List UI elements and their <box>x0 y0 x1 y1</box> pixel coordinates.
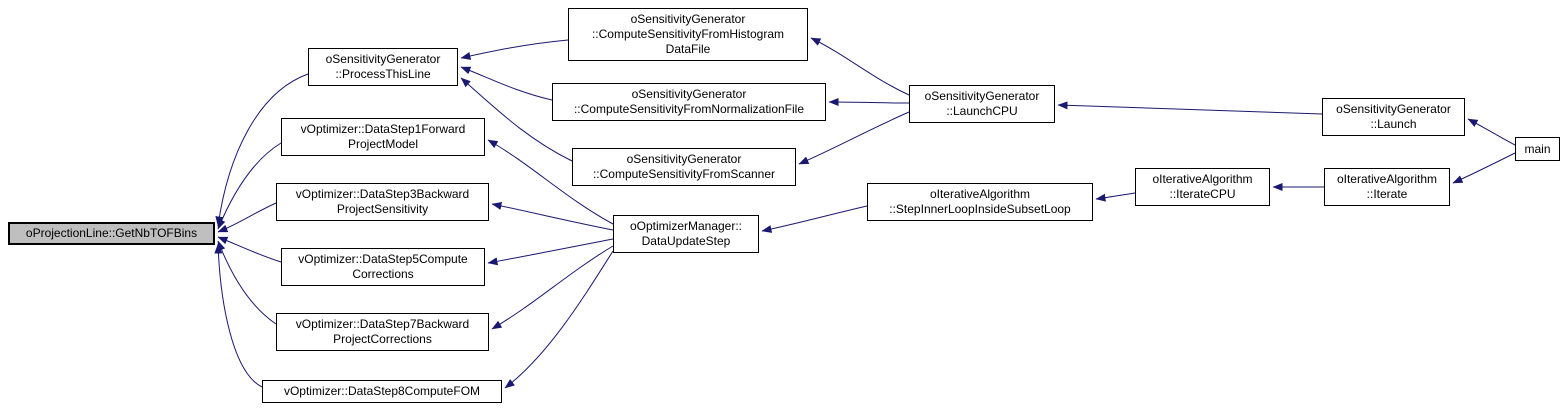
node-label: oProjectionLine::GetNbTOFBins <box>25 226 198 240</box>
node-label: Corrections <box>352 267 414 281</box>
node-computesensitivityfromnormalizationfile[interactable]: oSensitivityGenerator ::ComputeSensitivi… <box>552 83 826 121</box>
node-label: DataFile <box>665 42 711 56</box>
edge-main-to-iterate <box>1452 152 1516 184</box>
edge-main-to-launch <box>1467 118 1516 146</box>
node-getnbtofbins[interactable]: oProjectionLine::GetNbTOFBins <box>8 222 215 245</box>
edge-stepinnerloop-to-dataupdatestep <box>761 205 868 233</box>
node-datastep5computecorrections[interactable]: vOptimizer::DataStep5Compute Corrections <box>281 248 485 286</box>
edge-launch-to-launchcpu <box>1057 101 1323 115</box>
node-label: oOptimizerManager:: <box>629 219 743 233</box>
edge-dataupdatestep-to-datastep5 <box>487 238 614 266</box>
node-label: ProjectCorrections <box>333 332 432 346</box>
node-label: DataUpdateStep <box>641 234 731 248</box>
edge-launchcpu-to-histdatafile <box>810 37 910 96</box>
node-label: ::ProcessThisLine <box>335 67 431 81</box>
node-label: oSensitivityGenerator <box>924 89 1040 103</box>
node-label: ::ComputeSensitivityFromHistogram <box>591 27 785 41</box>
node-label: oSensitivityGenerator <box>325 52 441 66</box>
edge-datastep5-to-getnbtofbins <box>217 236 282 263</box>
node-label: oSensitivityGenerator <box>630 12 746 26</box>
node-label: ::IterateCPU <box>1169 187 1236 201</box>
node-label: ::LaunchCPU <box>946 104 1018 118</box>
node-launchcpu[interactable]: oSensitivityGenerator ::LaunchCPU <box>909 85 1055 123</box>
node-label: ::Iterate <box>1366 187 1408 201</box>
node-launch[interactable]: oSensitivityGenerator ::Launch <box>1322 98 1465 136</box>
node-datastep8computefom[interactable]: vOptimizer::DataStep8ComputeFOM <box>262 380 502 403</box>
node-iteratecpu[interactable]: oIterativeAlgorithm ::IterateCPU <box>1135 168 1270 206</box>
node-datastep3backwardprojectsensitivity[interactable]: vOptimizer::DataStep3Backward ProjectSen… <box>276 183 489 221</box>
edge-processthisline-to-getnbtofbins <box>215 73 309 227</box>
node-datastep7backwardprojectcorrections[interactable]: vOptimizer::DataStep7Backward ProjectCor… <box>276 313 489 351</box>
node-main[interactable]: main <box>1515 137 1560 161</box>
edge-datastep8-to-getnbtofbins <box>214 243 263 388</box>
edge-dataupdatestep-to-datastep7 <box>491 245 614 330</box>
node-label: oSensitivityGenerator <box>626 152 742 166</box>
node-iterate[interactable]: oIterativeAlgorithm ::Iterate <box>1324 168 1450 206</box>
node-label: ::Launch <box>1370 117 1417 131</box>
node-label: oIterativeAlgorithm <box>929 187 1031 201</box>
node-label: ProjectModel <box>347 137 419 151</box>
node-dataupdatestep[interactable]: oOptimizerManager:: DataUpdateStep <box>613 215 759 253</box>
node-processthisline[interactable]: oSensitivityGenerator ::ProcessThisLine <box>308 48 458 86</box>
edge-dataupdatestep-to-datastep1 <box>487 139 614 225</box>
edge-datastep3-to-getnbtofbins <box>217 202 277 233</box>
edge-launchcpu-to-normfile <box>828 98 910 107</box>
edge-datastep1-to-getnbtofbins <box>217 142 282 230</box>
edge-dataupdatestep-to-datastep8 <box>504 250 614 389</box>
node-label: oIterativeAlgorithm <box>1336 172 1438 186</box>
node-stepinnerloopinsidesubsetloop[interactable]: oIterativeAlgorithm ::StepInnerLoopInsid… <box>867 183 1093 221</box>
node-label: ProjectSensitivity <box>336 202 429 216</box>
edge-launchcpu-to-scanner <box>798 111 910 165</box>
node-label: vOptimizer::DataStep7Backward <box>295 317 470 331</box>
node-label: vOptimizer::DataStep1Forward <box>300 122 466 136</box>
node-label: ::ComputeSensitivityFromNormalizationFil… <box>573 102 805 116</box>
node-label: main <box>1524 141 1551 156</box>
node-label: oSensitivityGenerator <box>631 87 747 101</box>
node-label: vOptimizer::DataStep5Compute <box>298 252 468 266</box>
node-datastep1forwardprojectmodel[interactable]: vOptimizer::DataStep1Forward ProjectMode… <box>281 118 485 156</box>
node-label: ::StepInnerLoopInsideSubsetLoop <box>889 202 1071 216</box>
edge-iteratecpu-to-stepinnerloop <box>1095 192 1136 202</box>
node-label: oIterativeAlgorithm <box>1152 172 1253 186</box>
node-computesensitivityfromscanner[interactable]: oSensitivityGenerator ::ComputeSensitivi… <box>572 148 796 186</box>
node-computesensitivityfromhistogramdatafile[interactable]: oSensitivityGenerator ::ComputeSensitivi… <box>568 8 808 61</box>
node-label: oSensitivityGenerator <box>1336 102 1451 116</box>
edge-normfile-to-processthisline <box>460 66 553 101</box>
edge-datastep7-to-getnbtofbins <box>217 240 277 325</box>
node-label: vOptimizer::DataStep3Backward <box>295 187 470 201</box>
node-label: ::ComputeSensitivityFromScanner <box>592 167 776 181</box>
node-label: vOptimizer::DataStep8ComputeFOM <box>283 384 481 398</box>
edge-histdatafile-to-processthisline <box>460 39 569 60</box>
edge-scanner-to-processthisline <box>460 77 573 162</box>
edge-dataupdatestep-to-datastep3 <box>491 202 614 231</box>
